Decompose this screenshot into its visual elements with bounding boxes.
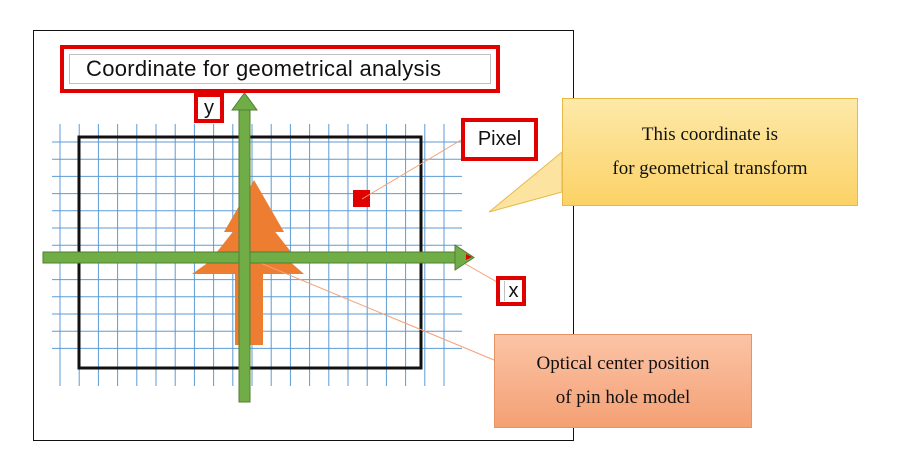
x-axis-label-text: x xyxy=(503,281,519,301)
optical-center-leader-line xyxy=(257,261,495,361)
transform-note: This coordinate is for geometrical trans… xyxy=(562,98,858,206)
y-axis-label: y xyxy=(194,93,224,123)
transform-note-line2: for geometrical transform xyxy=(612,158,808,179)
optical-center-note: Optical center position of pin hole mode… xyxy=(494,334,752,428)
pixel-leader-line xyxy=(361,139,462,200)
title-box: Coordinate for geometrical analysis xyxy=(60,45,500,93)
page-title: Coordinate for geometrical analysis xyxy=(69,54,491,84)
optical-center-note-line2: of pin hole model xyxy=(555,387,691,408)
diagram-frame xyxy=(33,30,574,441)
pixel-label: Pixel xyxy=(461,118,538,161)
y-axis-arrow xyxy=(231,92,258,403)
transform-note-line1: This coordinate is xyxy=(641,124,779,145)
pixel-marker xyxy=(353,190,370,207)
callout-pointer xyxy=(488,150,563,213)
x-axis-label: x xyxy=(496,276,526,306)
x-leader-line xyxy=(461,261,498,283)
optical-center-note-line1: Optical center position xyxy=(536,353,710,374)
